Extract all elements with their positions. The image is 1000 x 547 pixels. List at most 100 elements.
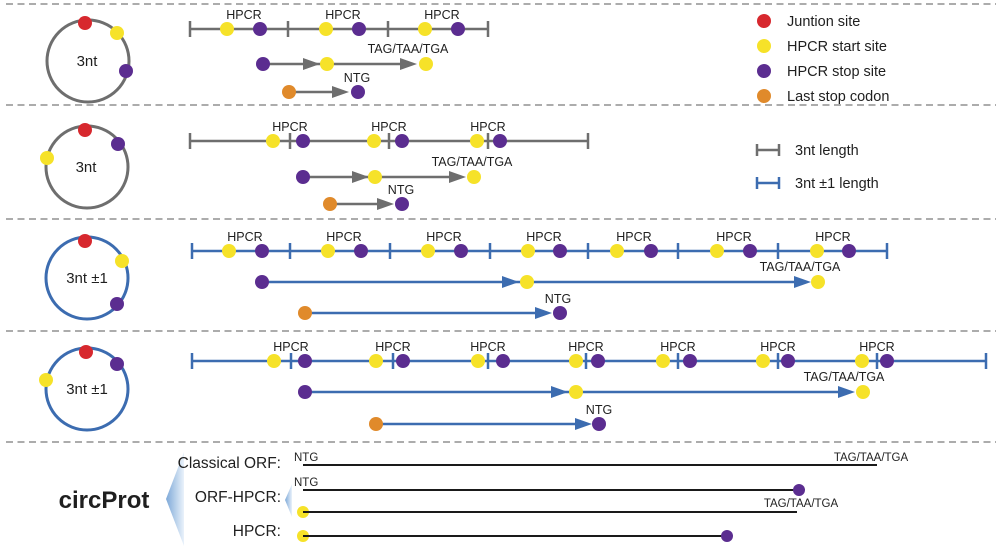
hpcr-label: HPCR: [272, 120, 307, 134]
hpcr-stop-dot: [553, 244, 567, 258]
hpcr-start-legend-dot: [757, 39, 771, 53]
hpcr-label: HPCR: [424, 8, 459, 22]
hpcr-stop-dot: [354, 244, 368, 258]
length-icon-3nt: [755, 144, 781, 156]
hpcr-stop-dot: [395, 197, 409, 211]
legend-label: HPCR stop site: [787, 64, 886, 80]
hpcr-stop-dot: [496, 354, 510, 368]
linearized-track: [190, 243, 889, 259]
junction-site-legend-dot: [757, 14, 771, 28]
junction-site-dot: [78, 16, 92, 30]
stop-codon-label: TAG/TAA/TGA: [760, 260, 841, 274]
hpcr-label: HPCR: [375, 340, 410, 354]
hpcr-start-dot: [319, 22, 333, 36]
orf-type-label: ORF-HPCR:: [195, 489, 281, 506]
hpcr-stop-dot: [454, 244, 468, 258]
linearized-track: [190, 353, 988, 369]
hpcr-stop-dot: [683, 354, 697, 368]
circle-label: 3nt ±1: [66, 381, 108, 398]
hpcr-stop-dot: [781, 354, 795, 368]
hpcr-start-dot: [40, 151, 54, 165]
hpcr-start-dot: [811, 275, 825, 289]
hpcr-label: HPCR: [325, 8, 360, 22]
arrowhead-icon: [794, 276, 811, 288]
hpcr-start-dot: [418, 22, 432, 36]
hpcr-start-dot: [569, 385, 583, 399]
last-stop-codon-legend-dot: [757, 89, 771, 103]
arrowhead-icon: [303, 58, 320, 70]
hpcr-label: HPCR: [426, 230, 461, 244]
legend-label: Last stop codon: [787, 89, 889, 105]
circle-label: 3nt: [77, 53, 99, 70]
hpcr-stop-legend-dot: [757, 64, 771, 78]
hpcr-start-dot: [367, 134, 381, 148]
legend-sites: Juntion site HPCR start site HPCR stop s…: [757, 14, 889, 105]
arrowhead-icon: [575, 418, 592, 430]
hpcr-start-dot: [521, 244, 535, 258]
section-3nt-a: 3nt HPCR HPCR HPCR TAG/TAA/TGA NTG: [45, 8, 490, 104]
ntg-label: NTG: [388, 183, 414, 197]
ntg-label: NTG: [586, 403, 612, 417]
stop-codon-label: TAG/TAA/TGA: [804, 370, 885, 384]
hpcr-start-dot: [419, 57, 433, 71]
circprot-title: circProt: [59, 487, 150, 514]
arrowhead-icon: [332, 86, 349, 98]
hpcr-start-dot: [756, 354, 770, 368]
ntg-label: NTG: [545, 292, 571, 306]
hpcr-label: HPCR: [716, 230, 751, 244]
hpcr-stop-dot: [880, 354, 894, 368]
stop-codon-label: TAG/TAA/TGA: [834, 452, 909, 464]
section-3nt-pm1-a: 3nt ±1 HPCR HPCR HPCR HPCR HPCR HPCR HPC…: [44, 230, 889, 321]
hpcr-label: HPCR: [526, 230, 561, 244]
junction-site-dot: [78, 234, 92, 248]
hpcr-start-dot: [110, 26, 124, 40]
stop-codon-label: TAG/TAA/TGA: [368, 42, 449, 56]
arrowhead-icon: [449, 171, 466, 183]
hpcr-stop-dot: [553, 306, 567, 320]
hpcr-start-dot: [467, 170, 481, 184]
hpcr-stop-dot: [296, 134, 310, 148]
hpcr-label: HPCR: [470, 120, 505, 134]
hpcr-label: HPCR: [616, 230, 651, 244]
circle-label: 3nt ±1: [66, 270, 108, 287]
legend-lengths: 3nt length 3nt ±1 length: [755, 143, 879, 192]
hpcr-stop-dot: [793, 484, 805, 496]
last-stop-codon-dot: [323, 197, 337, 211]
last-stop-codon-dot: [298, 306, 312, 320]
hpcr-stop-dot: [591, 354, 605, 368]
hpcr-label: HPCR: [760, 340, 795, 354]
orf-type-label: Classical ORF:: [178, 455, 281, 472]
hpcr-start-dot: [856, 385, 870, 399]
hpcr-label: HPCR: [859, 340, 894, 354]
hpcr-label: HPCR: [470, 340, 505, 354]
length-icon-3nt-pm1: [755, 177, 781, 189]
hpcr-stop-dot: [395, 134, 409, 148]
hpcr-start-dot: [266, 134, 280, 148]
hpcr-start-dot: [368, 170, 382, 184]
hpcr-label: HPCR: [568, 340, 603, 354]
legend-label: Juntion site: [787, 14, 860, 30]
hpcr-stop-dot: [644, 244, 658, 258]
hpcr-start-dot: [656, 354, 670, 368]
hpcr-start-dot: [222, 244, 236, 258]
junction-site-dot: [78, 123, 92, 137]
hpcr-stop-dot: [451, 22, 465, 36]
hpcr-start-dot: [369, 354, 383, 368]
arrowhead-icon: [352, 171, 369, 183]
hpcr-stop-dot: [119, 64, 133, 78]
hpcr-start-dot: [520, 275, 534, 289]
legend-label: 3nt length: [795, 143, 859, 159]
hpcr-start-dot: [471, 354, 485, 368]
hpcr-start-dot: [321, 244, 335, 258]
arrowhead-icon: [502, 276, 519, 288]
last-stop-codon-dot: [369, 417, 383, 431]
section-3nt-b: 3nt HPCR HPCR HPCR TAG/TAA/TGA NTG: [40, 120, 590, 211]
hpcr-label: HPCR: [660, 340, 695, 354]
hpcr-stop-dot: [592, 417, 606, 431]
circle-label: 3nt: [76, 159, 98, 176]
section-3nt-pm1-b: 3nt ±1 HPCR HPCR HPCR HPCR HPCR HPCR HPC…: [39, 340, 988, 432]
stop-codon-label: TAG/TAA/TGA: [764, 498, 839, 510]
stop-codon-label: TAG/TAA/TGA: [432, 155, 513, 169]
ntg-label: NTG: [294, 477, 318, 489]
